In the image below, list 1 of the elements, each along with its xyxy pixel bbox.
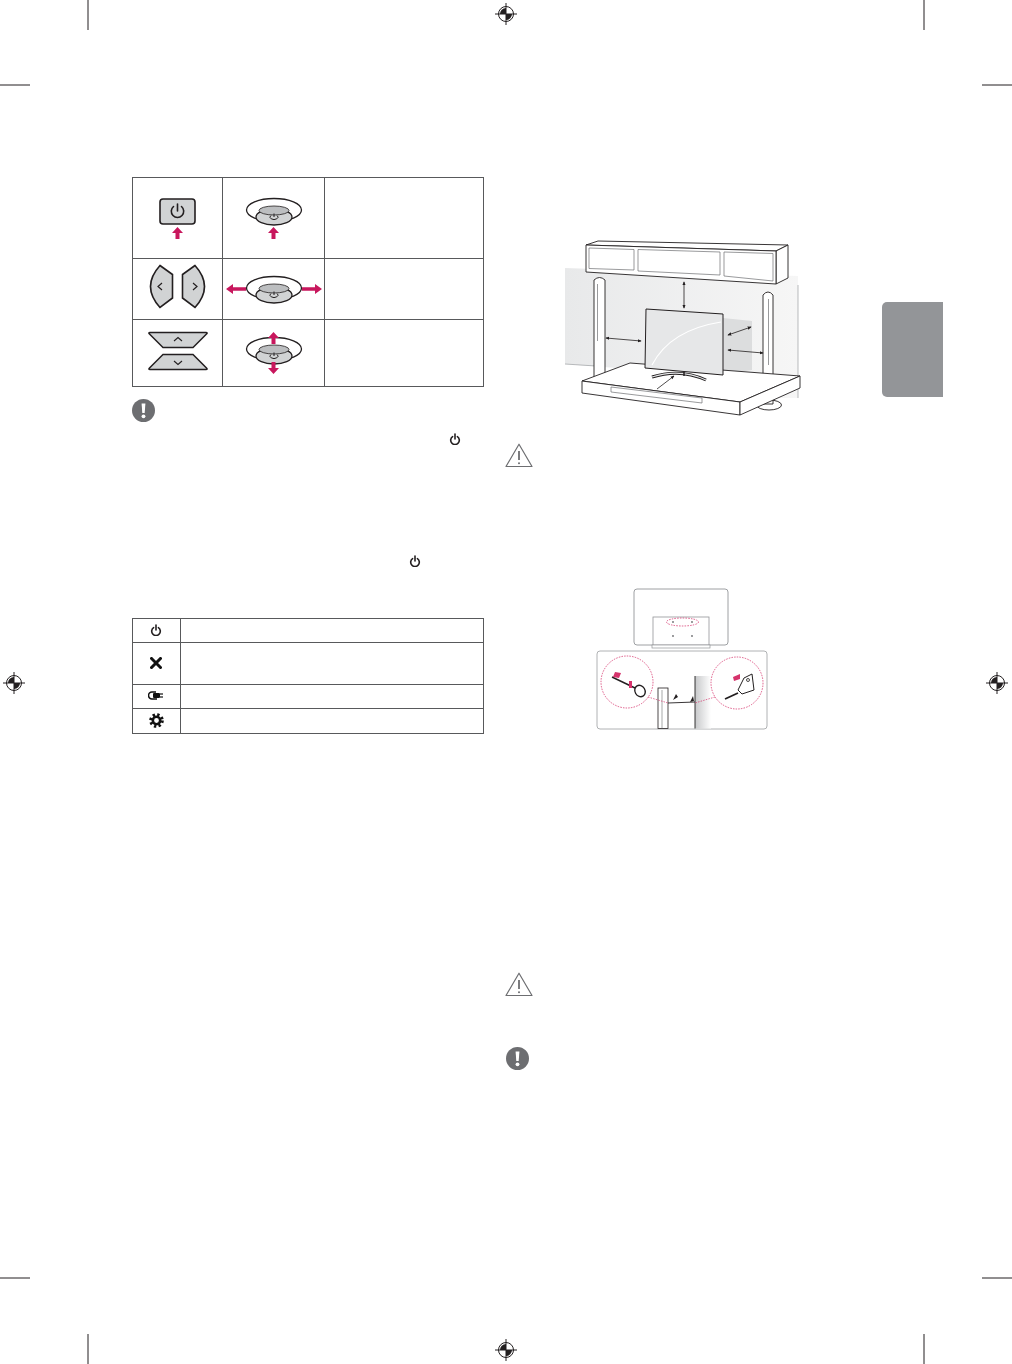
- section-tab: [882, 302, 943, 397]
